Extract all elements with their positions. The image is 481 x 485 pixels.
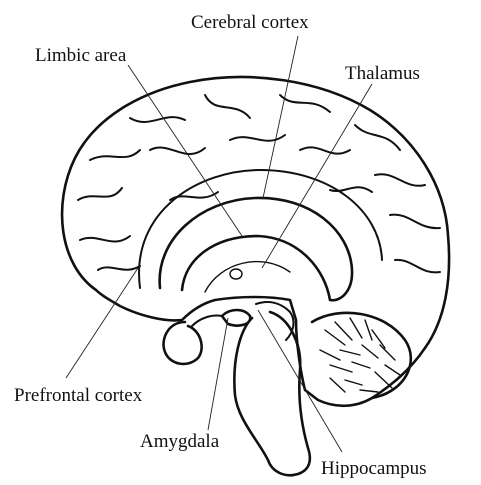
gyrus-line [78,188,122,200]
gyrus-line [390,215,440,228]
label-limbic-area: Limbic area [35,45,127,66]
optic-stalk [192,315,222,326]
gyrus-line [130,117,185,122]
gyrus-line [395,260,440,273]
label-thalamus: Thalamus [345,63,420,84]
leader-hippocampus [258,310,342,452]
gyrus-line [150,148,205,155]
gyrus-line [280,95,330,112]
leader-amygdala [208,318,228,430]
gyrus-line [205,95,250,118]
label-cerebral-cortex: Cerebral cortex [191,12,309,33]
leader-prefrontal-cortex [66,268,138,378]
gyrus-line [375,174,425,186]
corpus-callosum [160,198,352,300]
thalamus-outline [205,262,290,292]
gyrus-line [170,192,218,200]
label-amygdala: Amygdala [140,431,220,452]
label-hippocampus: Hippocampus [321,458,427,479]
gyrus-line [80,236,130,242]
amygdala-shape [222,310,250,326]
pituitary-bulb [164,322,202,364]
brainstem [234,312,310,475]
leader-limbic-area [128,65,242,236]
hippocampus-shape [256,302,293,340]
cerebellum-folia [320,318,400,392]
gyrus-line [98,266,140,270]
gyrus-line [300,147,350,153]
gyrus-line [90,150,140,160]
label-prefrontal-cortex: Prefrontal cortex [14,385,143,406]
thalamus-oval [230,269,242,279]
cingulate-gyrus [139,170,382,288]
leader-thalamus [262,84,372,268]
